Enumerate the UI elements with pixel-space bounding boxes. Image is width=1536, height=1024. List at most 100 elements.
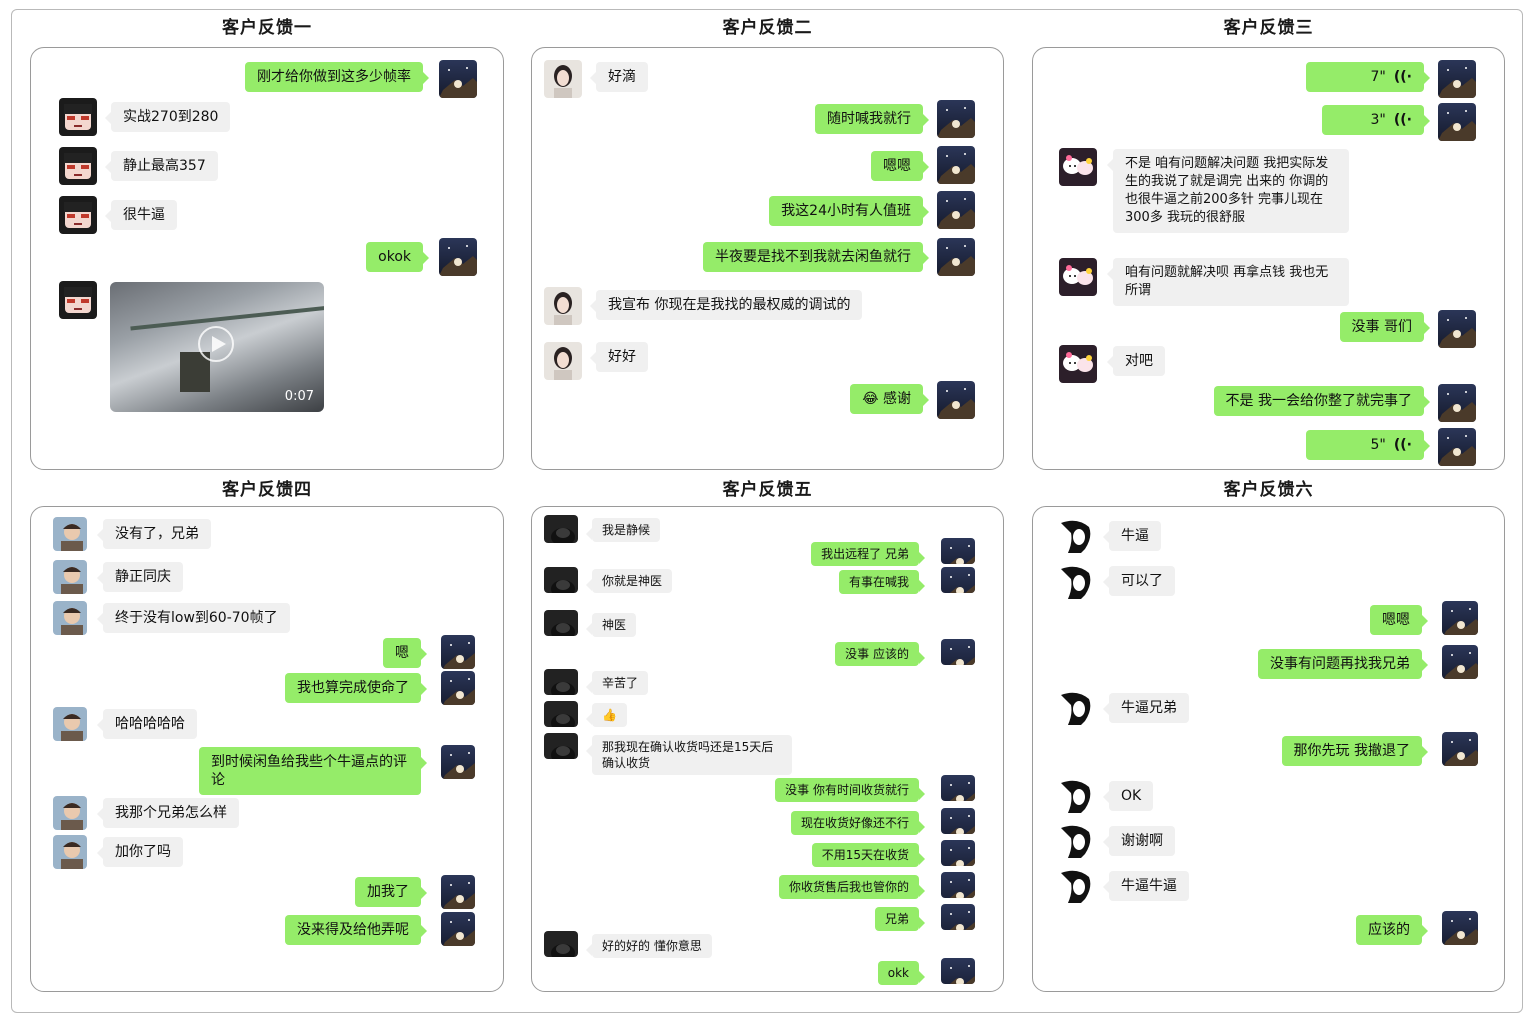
dark-avatar[interactable]	[544, 701, 578, 727]
message-bubble-received: 静止最高357	[105, 151, 218, 181]
my-avatar[interactable]	[441, 635, 475, 669]
dark-avatar[interactable]	[544, 610, 578, 636]
my-avatar[interactable]	[441, 912, 475, 946]
message-bubble-sent: 我这24小时有人值班	[769, 196, 929, 226]
message-bubble-sent: 嗯	[383, 638, 427, 668]
bw-avatar[interactable]	[1057, 689, 1093, 725]
my-avatar[interactable]	[441, 745, 475, 779]
woman-avatar[interactable]	[544, 60, 582, 98]
message-bubble-received: 不是 咱有问题解决问题 我把实际发生的我说了就是调完 出来的 你调的也很牛逼之前…	[1107, 149, 1349, 233]
my-avatar[interactable]	[941, 904, 975, 930]
message-bubble-received: 加你了吗	[97, 837, 183, 867]
bw-avatar[interactable]	[1057, 563, 1093, 599]
message-bubble-sent: 刚才给你做到这多少帧率	[245, 62, 429, 92]
voice-message[interactable]: 3" ((·	[1322, 105, 1430, 135]
voice-message[interactable]: 5"((·	[1306, 430, 1430, 460]
my-avatar[interactable]	[1438, 310, 1476, 348]
my-avatar[interactable]	[1438, 428, 1476, 466]
voice-message[interactable]: 7"((·	[1306, 62, 1430, 92]
message-bubble-received: 牛逼牛逼	[1103, 871, 1189, 901]
voice-duration: 3"	[1370, 112, 1386, 128]
man-avatar[interactable]	[53, 560, 87, 594]
my-avatar[interactable]	[941, 639, 975, 665]
dark-avatar[interactable]	[544, 515, 578, 543]
my-avatar[interactable]	[1442, 911, 1478, 945]
my-avatar[interactable]	[941, 775, 975, 801]
man-avatar[interactable]	[53, 517, 87, 551]
message-bubble-sent: 没事 应该的	[835, 642, 925, 666]
chat-panel-6: 牛逼 可以了 嗯嗯 没事有问题再找我兄弟 牛逼兄弟 那你先玩 我撤退了 OK 谢…	[1032, 506, 1505, 992]
my-avatar[interactable]	[1442, 645, 1478, 679]
girl-avatar[interactable]	[59, 147, 97, 185]
voice-wave-icon: ((·	[1393, 112, 1412, 128]
my-avatar[interactable]	[937, 381, 975, 419]
message-bubble-received: 哈哈哈哈哈	[97, 709, 197, 739]
message-bubble-sent: 现在收货好像还不行	[790, 811, 926, 835]
message-bubble-sent: okk	[877, 961, 926, 985]
my-avatar[interactable]	[941, 538, 975, 564]
my-avatar[interactable]	[439, 60, 477, 98]
my-avatar[interactable]	[941, 872, 975, 898]
message-bubble-sent: 我出远程了 兄弟	[811, 542, 925, 566]
my-avatar[interactable]	[441, 671, 475, 705]
bw-avatar[interactable]	[1057, 867, 1093, 903]
my-avatar[interactable]	[937, 146, 975, 184]
dark-avatar[interactable]	[544, 931, 578, 957]
chat-panel-4: 没有了，兄弟 静正同庆 终于没有low到60-70帧了 嗯 我也算完成使命了 哈…	[30, 506, 504, 992]
laughing-emoji: 😂	[862, 391, 879, 407]
message-bubble-sent: 半夜要是找不到我就去闲鱼就行	[703, 242, 929, 272]
voice-wave-icon: ((·	[1393, 437, 1412, 453]
message-bubble-received: 神医	[585, 613, 637, 637]
my-avatar[interactable]	[1442, 732, 1478, 766]
my-avatar[interactable]	[937, 238, 975, 276]
girl-avatar[interactable]	[59, 196, 97, 234]
man-avatar[interactable]	[53, 835, 87, 869]
message-bubble-received: 我那个兄弟怎么样	[97, 798, 239, 828]
message-bubble-sent: 应该的	[1356, 915, 1428, 945]
my-avatar[interactable]	[937, 100, 975, 138]
dark-avatar[interactable]	[544, 669, 578, 695]
video-message[interactable]: 0:07	[110, 282, 324, 412]
man-avatar[interactable]	[53, 796, 87, 830]
woman-avatar[interactable]	[544, 287, 582, 325]
video-duration: 0:07	[284, 389, 314, 404]
my-avatar[interactable]	[937, 191, 975, 229]
chat-panel-2: 好滴 随时喊我就行 嗯嗯 我这24小时有人值班 半夜要是找不到我就去闲鱼就行 我…	[531, 47, 1004, 470]
message-bubble-sent: 你收货售后我也管你的	[778, 875, 926, 899]
message-bubble-received: 好滴	[590, 62, 648, 92]
message-bubble-received: 好的好的 懂你意思	[586, 934, 712, 958]
man-avatar[interactable]	[53, 601, 87, 635]
message-bubble-sent: 没事 你有时间收货就行	[775, 778, 925, 802]
kitty-avatar[interactable]	[1059, 148, 1097, 186]
my-avatar[interactable]	[441, 875, 475, 909]
girl-avatar[interactable]	[59, 98, 97, 136]
my-avatar[interactable]	[941, 567, 975, 593]
collage-frame	[11, 9, 1523, 1013]
message-bubble-received: 那我现在确认收货吗还是15天后确认收货	[586, 735, 792, 775]
message-bubble-sent: 😂 感谢	[850, 384, 929, 414]
my-avatar[interactable]	[941, 808, 975, 834]
my-avatar[interactable]	[1442, 601, 1478, 635]
my-avatar[interactable]	[941, 958, 975, 984]
man-avatar[interactable]	[53, 707, 87, 741]
message-bubble-received: 静正同庆	[97, 562, 183, 592]
dark-avatar[interactable]	[544, 733, 578, 759]
bw-avatar[interactable]	[1057, 517, 1093, 553]
panel-title-5: 客户反馈五	[722, 480, 813, 500]
message-bubble-received: 谢谢啊	[1103, 826, 1175, 856]
kitty-avatar[interactable]	[1059, 258, 1097, 296]
my-avatar[interactable]	[1438, 103, 1476, 141]
my-avatar[interactable]	[1438, 384, 1476, 422]
my-avatar[interactable]	[941, 840, 975, 866]
message-bubble-received: 好好	[590, 342, 648, 372]
girl-avatar[interactable]	[59, 281, 97, 319]
play-icon[interactable]	[198, 326, 234, 362]
my-avatar[interactable]	[1438, 60, 1476, 98]
bw-avatar[interactable]	[1057, 777, 1093, 813]
dark-avatar[interactable]	[544, 567, 578, 593]
kitty-avatar[interactable]	[1059, 345, 1097, 383]
woman-avatar[interactable]	[544, 342, 582, 380]
message-bubble-sent: 随时喊我就行	[815, 104, 929, 134]
my-avatar[interactable]	[439, 238, 477, 276]
bw-avatar[interactable]	[1057, 822, 1093, 858]
